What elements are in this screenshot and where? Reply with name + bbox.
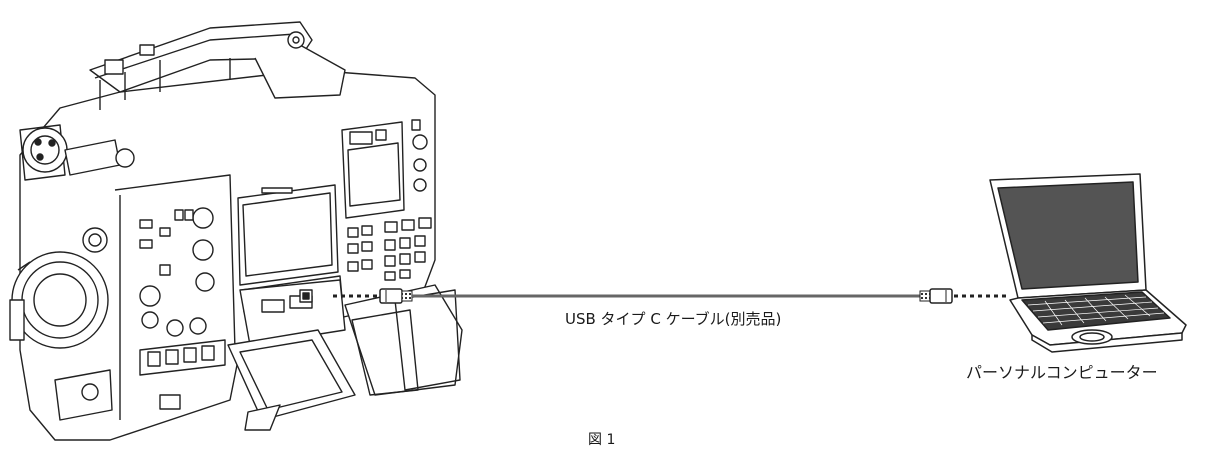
usb-c-cable (333, 288, 1010, 304)
usb-c-plug-left (379, 288, 413, 304)
figure-caption: 図 1 (588, 432, 616, 448)
camcorder-illustration (9, 21, 463, 441)
cable-label: USB タイプ C ケーブル(別売品) (565, 310, 782, 328)
laptop-illustration (989, 173, 1187, 353)
personal-computer-label: パーソナルコンピューター (966, 363, 1158, 382)
usb-c-plug-right (919, 288, 953, 304)
